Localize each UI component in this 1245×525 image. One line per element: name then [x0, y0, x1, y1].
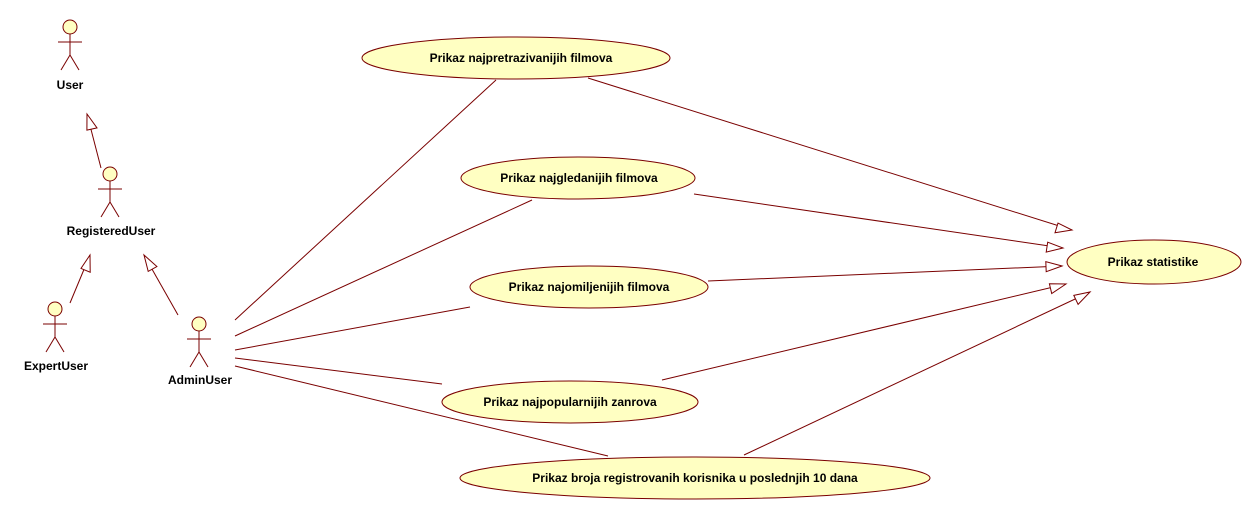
- actor-registered-user-figure: [98, 166, 122, 218]
- generalization-arrowhead: [1045, 261, 1064, 273]
- generalization-najpretrazivaniji-statistika: [587, 77, 1073, 231]
- use-case-najgledaniji-label: Prikaz najgledanijih filmova: [500, 171, 658, 185]
- association-admin-najgledaniji: [234, 199, 533, 337]
- generalization-arrowhead: [80, 253, 91, 273]
- actor-expert-user-figure: [43, 301, 67, 353]
- association-admin-najomiljeniji: [234, 306, 471, 351]
- association-admin-zanrovi: [234, 357, 443, 385]
- generalization-registrovani-statistika: [743, 291, 1091, 456]
- use-case-najpretrazivaniji[interactable]: [361, 36, 671, 80]
- actor-admin-user-label: AdminUser: [168, 373, 232, 387]
- generalization-najomiljeniji-statistika: [707, 265, 1063, 282]
- generalization-zanrovi-statistika: [661, 283, 1067, 381]
- association-admin-registrovani: [234, 365, 609, 457]
- use-case-najomiljeniji[interactable]: [469, 265, 709, 309]
- generalization-arrowhead: [86, 112, 98, 131]
- generalization-arrowhead: [1045, 241, 1065, 253]
- actor-expert-user-label: ExpertUser: [24, 359, 88, 373]
- use-case-registrovani-label: Prikaz broja registrovanih korisnika u p…: [532, 471, 858, 485]
- generalization-najgledaniji-statistika: [693, 193, 1064, 249]
- generalization-arrowhead: [143, 253, 158, 273]
- use-case-najomiljeniji-label: Prikaz najomiljenijih filmova: [509, 280, 670, 294]
- use-case-zanrovi[interactable]: [441, 380, 699, 424]
- use-case-registrovani[interactable]: [459, 456, 931, 500]
- use-case-statistika[interactable]: [1066, 239, 1242, 285]
- use-case-zanrovi-label: Prikaz najpopularnijih zanrova: [483, 395, 657, 409]
- generalization-arrowhead: [1073, 291, 1092, 306]
- use-case-najgledaniji[interactable]: [460, 156, 696, 200]
- association-admin-najpretrazivaniji: [234, 79, 497, 321]
- actor-admin-user-figure: [187, 316, 211, 368]
- generalization-arrowhead: [1054, 222, 1074, 234]
- use-case-najpretrazivaniji-label: Prikaz najpretrazivanijih filmova: [430, 51, 613, 65]
- generalization-arrowhead: [1048, 283, 1068, 295]
- actor-user-figure: [58, 19, 82, 71]
- use-case-statistika-label: Prikaz statistike: [1108, 255, 1199, 269]
- actor-user-label: User: [57, 78, 84, 92]
- actor-registered-user-label: RegisteredUser: [67, 224, 156, 238]
